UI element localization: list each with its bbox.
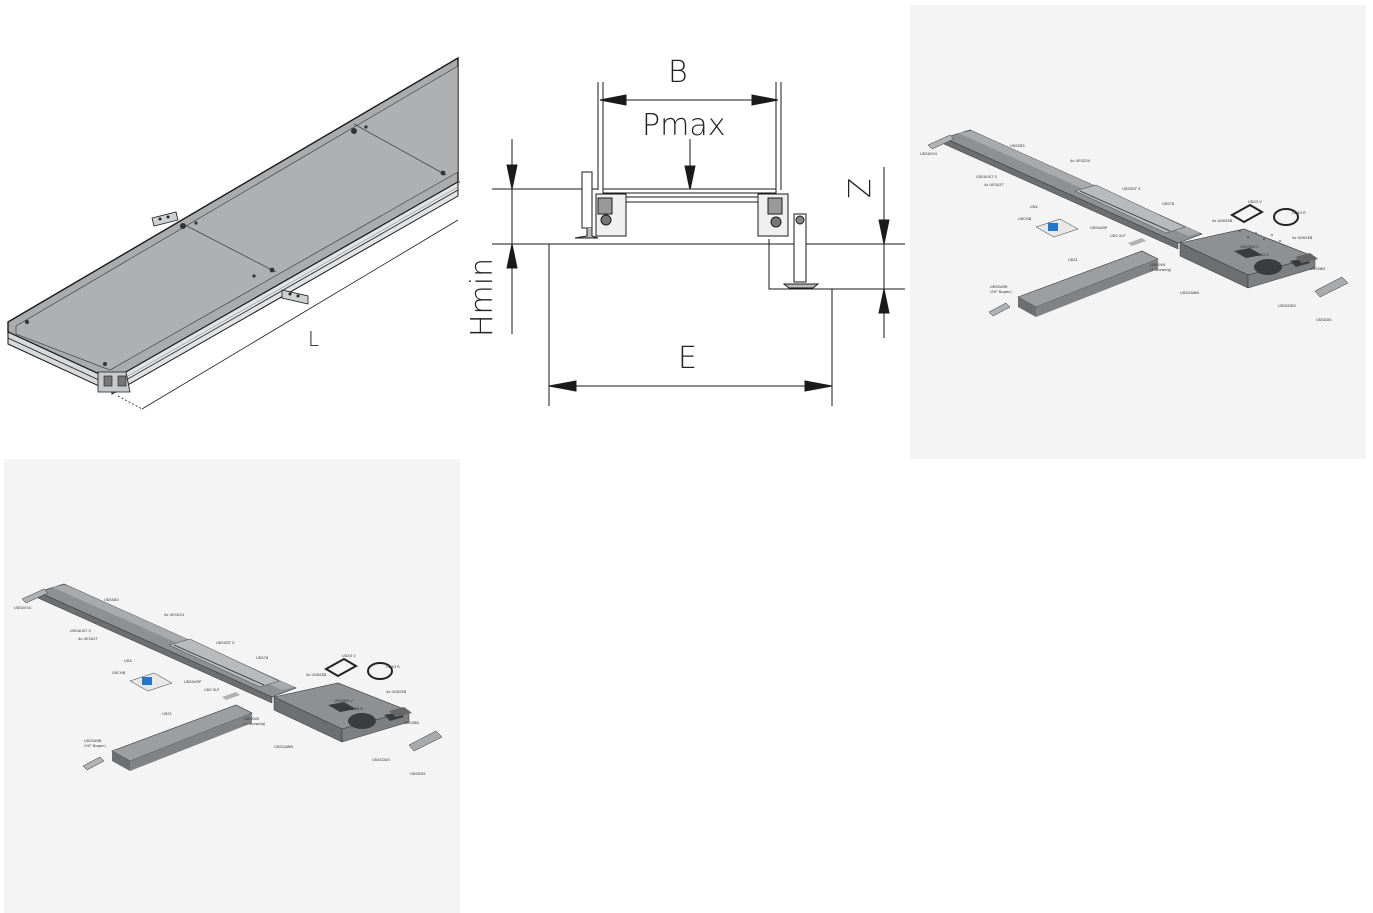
isometric-drawing: L (7, 56, 460, 410)
height-offset-label: Z (840, 178, 875, 199)
callout: 4x UDKSEB (1212, 219, 1233, 223)
callout: UDS78 (1162, 202, 1175, 206)
callout: UDSSBD (404, 721, 419, 725)
callout: UDSSDT S (1122, 187, 1141, 191)
callout: UDCHB (1018, 217, 1032, 221)
callout: UDSSRD V (1240, 245, 1259, 249)
callout: 4x UESA2T (984, 183, 1005, 187)
callout: UDSAUS7 S (976, 175, 998, 179)
exploded-drawing: UDSX034 UDSSB3 4x UESD24 UDSAUS7 S 4x UE… (920, 129, 1349, 322)
load-label: Pmax (642, 108, 725, 143)
exploded-drawing: UDSX034 UDSSB3 4x UESD24 UDSAUS7 S 4x UE… (14, 583, 443, 776)
callout: UDSSARB (990, 285, 1008, 289)
callout: UDSSARP (1090, 226, 1108, 230)
callout: (1 Abzweig) (1150, 268, 1172, 272)
callout: UDX3 R (1292, 211, 1306, 215)
callout: UDSSAD R (1250, 253, 1269, 257)
callout: UDSAUS7 S (70, 629, 92, 633)
callout: (1 Abzweig) (244, 722, 266, 726)
callout: UDX3 V (342, 654, 356, 658)
callout: (90° Bogen) (990, 290, 1012, 294)
callout: UDS SLP (1110, 234, 1126, 238)
callout: UDSGAWN (1180, 291, 1199, 295)
exploded-view-2: UDSX034 UDSSB3 4x UESD24 UDSAUS7 S 4x UE… (4, 459, 460, 913)
callout: UDSSVN (244, 717, 259, 721)
callout: 4x UESA2T (78, 637, 99, 641)
callout: UDSDDS (410, 772, 426, 776)
callout: UDX (1030, 205, 1038, 209)
callout: UDS SLP (204, 688, 220, 692)
callout: UDSSAD R (344, 707, 363, 711)
cross-section-drawing: B Pmax Z Hmin E (465, 55, 905, 406)
callout: (90° Bogen) (84, 744, 106, 748)
width-label: B (668, 55, 688, 90)
callout: UDSSBD (1310, 267, 1325, 271)
callout: UDSSDDS (372, 758, 390, 762)
callout: UDSSARP (184, 680, 202, 684)
cross-section-view: B Pmax Z Hmin E (460, 0, 910, 420)
callout: UDSX034 (14, 606, 32, 610)
exploded-view-1: UDSX034 UDSSB3 4x UESD24 UDSAUS7 S 4x UE… (910, 5, 1366, 459)
callout: UDS1 (162, 712, 172, 716)
callout: UDSGAWN (274, 745, 293, 749)
callout: UDSSB3 (104, 598, 119, 602)
callout: UDS1 (1068, 258, 1078, 262)
isometric-view: L (0, 0, 460, 420)
callout: 4x UESD24 (164, 613, 185, 617)
connector-plate (281, 289, 309, 305)
callout: UDSSARB (84, 739, 102, 743)
callout: 4x UESD24 (1070, 159, 1091, 163)
callout: UDS78 (256, 656, 269, 660)
callout: UDSSVN (1150, 263, 1165, 267)
callout: UDSSRD V (334, 699, 353, 703)
callout: UDX (124, 659, 132, 663)
min-height-label: Hmin (465, 258, 500, 337)
callout: UDSDDS (1316, 318, 1332, 322)
callout: UDCHB (112, 671, 126, 675)
length-label: L (308, 327, 319, 351)
length-dimension-line (141, 219, 459, 410)
callout: UDSSDT S (216, 641, 235, 645)
callout: 4x UDKSEB (1292, 236, 1313, 240)
callout: UDX3 R (386, 665, 400, 669)
callout: UDX3 V (1248, 200, 1262, 204)
callout: UDSSDDS (1278, 304, 1296, 308)
callout: UDSSB3 (1010, 144, 1025, 148)
callout: 4x UDKSEB (386, 690, 407, 694)
channel-profile (574, 171, 820, 289)
connector-plate (151, 211, 179, 227)
callout: 4x UDKSEB (306, 673, 327, 677)
callout: UDSX034 (920, 152, 938, 156)
span-label: E (678, 341, 697, 376)
